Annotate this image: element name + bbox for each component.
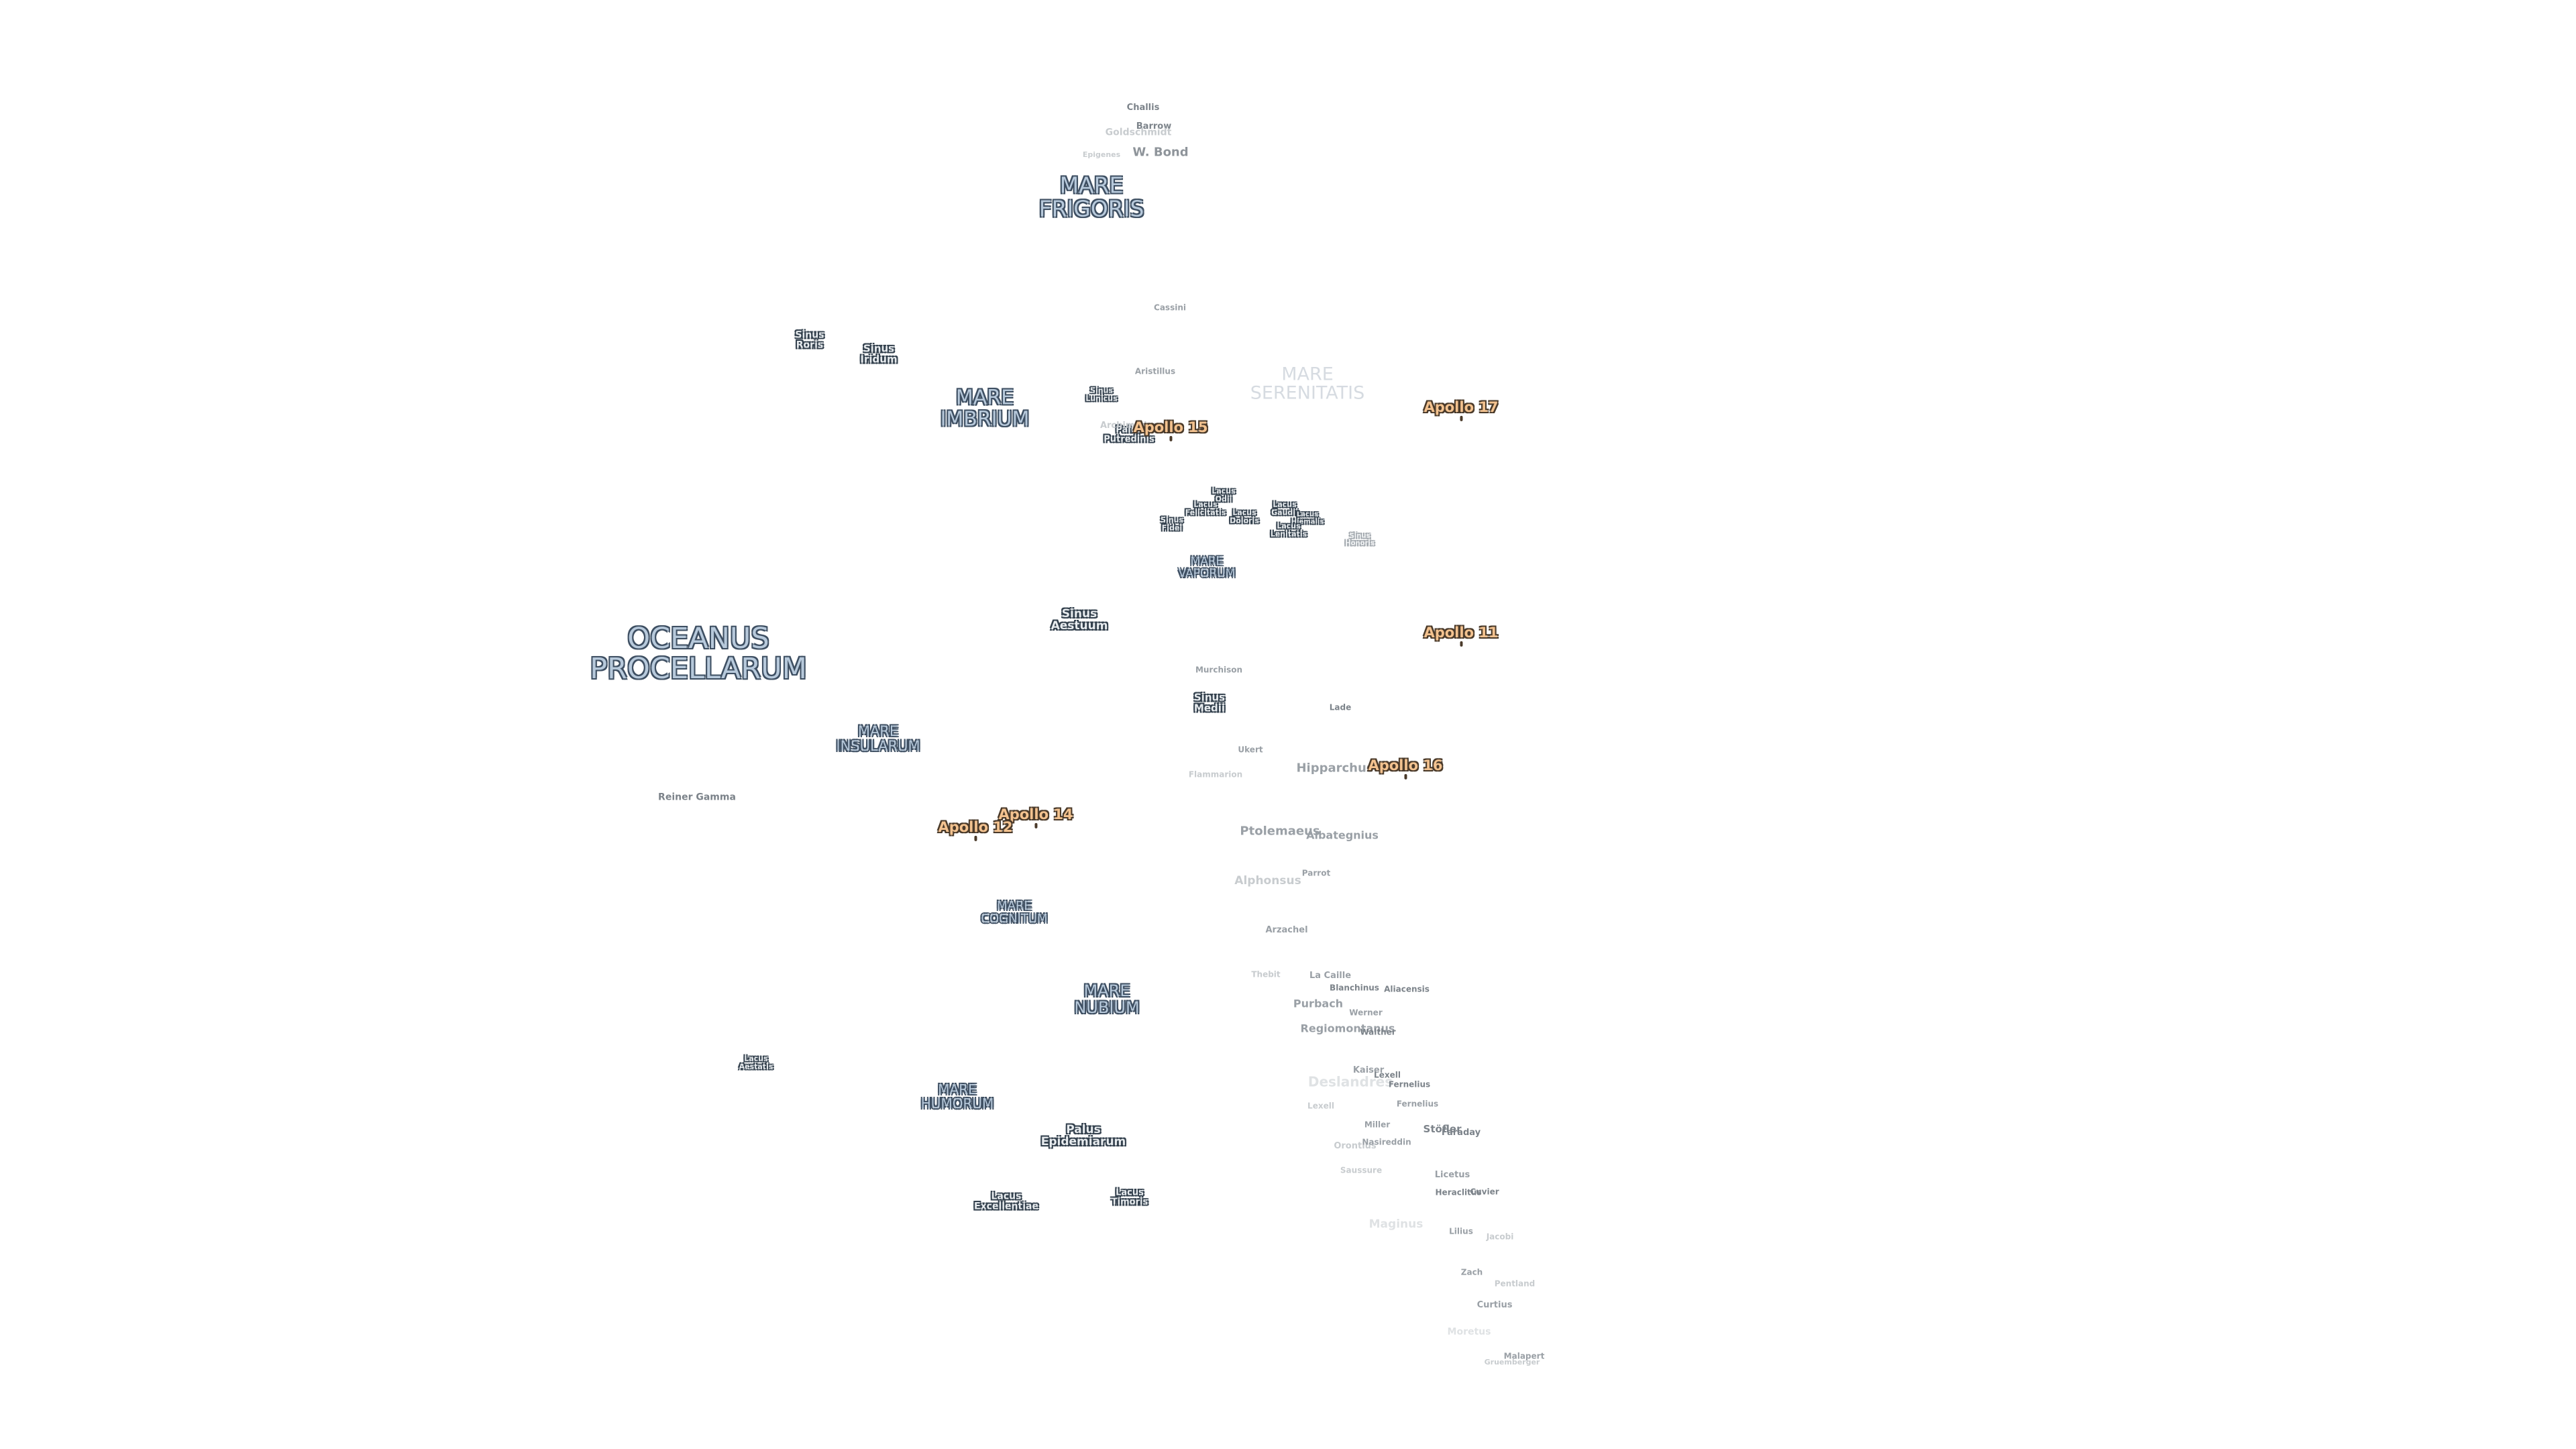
apollo-site-label: Apollo 16 [1368,757,1443,773]
crater-label-gruemberger[interactable]: Gruemberger [1484,1358,1540,1367]
crater-label-lexell[interactable]: Lexell [1374,1070,1401,1080]
crater-label-maginus[interactable]: Maginus [1368,1218,1424,1232]
crater-label-arzachel[interactable]: Arzachel [1265,925,1308,936]
apollo-site-label: Apollo 12 [938,818,1013,835]
feature-label-sinus-aestuum[interactable]: Sinus Aestuum [1051,607,1108,633]
crater-label-lexell-lower[interactable]: Lexell [1307,1101,1334,1111]
apollo-site-label: Apollo 11 [1424,624,1499,641]
crater-label-albategnius[interactable]: Albategnius [1306,828,1379,842]
landing-pin-icon [1459,641,1462,647]
crater-label-la-caille[interactable]: La Caille [1309,971,1352,981]
mare-label-mare-serenitatis[interactable]: MARE SERENITATIS [1250,364,1365,404]
crater-label-lilius[interactable]: Lilius [1449,1226,1473,1236]
crater-label-purbach[interactable]: Purbach [1293,997,1344,1010]
crater-label-moretus[interactable]: Moretus [1447,1326,1491,1338]
crater-label-fernelius-lower[interactable]: Fernelius [1396,1099,1439,1109]
crater-label-malapert[interactable]: Malapert [1503,1351,1545,1361]
feature-label-lacus-felicitatis[interactable]: Lacus Felicitatis [1185,500,1226,517]
crater-label-pentland[interactable]: Pentland [1494,1279,1536,1289]
crater-label-cuvier[interactable]: Cuvier [1470,1187,1499,1197]
crater-label-aliacensis[interactable]: Aliacensis [1384,984,1430,994]
crater-label-curtius[interactable]: Curtius [1477,1300,1513,1311]
crater-label-blanchinus[interactable]: Blanchinus [1330,983,1379,993]
crater-label-aristillus[interactable]: Aristillus [1134,366,1176,376]
mare-label-mare-insularum[interactable]: MARE INSULARUM [836,722,920,754]
feature-label-sinus-lunicus[interactable]: Sinus Lunicus [1085,386,1118,402]
crater-label-heraclitus[interactable]: Heraclitus [1435,1187,1482,1197]
crater-label-hipparchus[interactable]: Hipparchus [1296,761,1374,775]
crater-label-epigenes[interactable]: Epigenes [1082,150,1121,160]
feature-label-lacus-timoris[interactable]: Lacus Timoris [1111,1187,1148,1207]
crater-label-kaiser[interactable]: Kaiser [1352,1065,1385,1076]
feature-label-lacus-lenitatis[interactable]: Lacus Lenitatis [1270,521,1307,538]
crater-label-lade[interactable]: Lade [1329,702,1352,712]
crater-label-regiomontanus[interactable]: Regiomontanus [1300,1022,1395,1035]
apollo-site-label: Apollo 14 [998,806,1073,822]
mare-label-mare-vaporum[interactable]: MARE VAPORUM [1178,555,1236,580]
crater-label-parrot[interactable]: Parrot [1301,868,1331,878]
crater-label-archimedes[interactable]: Archimedes [1099,421,1159,431]
apollo-site-12[interactable]: Apollo 12 [938,805,1013,856]
crater-label-miller[interactable]: Miller [1364,1120,1391,1130]
apollo-site-label: Apollo 17 [1424,398,1499,415]
crater-label-thebit[interactable]: Thebit [1251,969,1281,979]
crater-label-goldschmidt[interactable]: Goldschmidt [1105,127,1172,138]
crater-label-licetus[interactable]: Licetus [1434,1170,1470,1181]
feature-label-lacus-doloris[interactable]: Lacus Doloris [1230,508,1259,525]
crater-label-ptolemaeus[interactable]: Ptolemaeus [1240,824,1320,839]
feature-label-palus-epidemiarum[interactable]: Palus Epidemiarum [1040,1123,1126,1148]
crater-label-faraday[interactable]: Faraday [1441,1128,1481,1138]
feature-label-lacus-excellentiae[interactable]: Lacus Excellentiae [974,1191,1038,1212]
crater-label-reiner-gamma[interactable]: Reiner Gamma [658,792,736,803]
crater-label-w-bond[interactable]: W. Bond [1132,145,1189,160]
crater-label-ukert[interactable]: Ukert [1238,745,1263,755]
crater-label-zach[interactable]: Zach [1460,1267,1483,1277]
crater-label-deslandres[interactable]: Deslandres [1307,1073,1393,1090]
apollo-site-label: Apollo 15 [1133,419,1208,435]
crater-label-challis[interactable]: Challis [1126,103,1160,113]
crater-label-barrow[interactable]: Barrow [1136,121,1172,132]
mare-label-oceanus-procellarum[interactable]: OCEANUS PROCELLARUM [590,621,807,686]
feature-label-palus-putredinis[interactable]: Palus Putredinis [1104,425,1155,444]
crater-label-nasireddin[interactable]: Nasireddin [1362,1137,1411,1147]
crater-label-flammarion[interactable]: Flammarion [1188,769,1243,780]
crater-label-werner[interactable]: Werner [1349,1008,1383,1018]
apollo-site-14[interactable]: Apollo 14 [998,792,1073,843]
crater-label-jacobi[interactable]: Jacobi [1486,1232,1514,1242]
feature-label-sinus-medii[interactable]: Sinus Medii [1193,691,1226,714]
landing-pin-icon [973,836,977,842]
crater-label-murchison[interactable]: Murchison [1195,665,1243,675]
mare-label-mare-imbrium[interactable]: MARE IMBRIUM [940,386,1030,431]
feature-label-lacus-hiemalis[interactable]: Lacus Hiemalis [1291,511,1324,525]
mare-label-mare-frigoris[interactable]: MARE FRIGORIS [1038,172,1144,221]
apollo-site-17[interactable]: Apollo 17 [1424,385,1499,436]
crater-label-alphonsus[interactable]: Alphonsus [1234,874,1301,888]
apollo-site-16[interactable]: Apollo 16 [1368,743,1443,794]
mare-label-mare-humorum[interactable]: MARE HUMORUM [920,1081,994,1112]
apollo-site-15[interactable]: Apollo 15 [1133,405,1208,456]
mare-label-mare-nubium[interactable]: MARE NUBIUM [1074,981,1140,1017]
crater-label-cassini[interactable]: Cassini [1154,303,1186,313]
feature-label-lacus-aestatis[interactable]: Lacus Aestatis [739,1054,773,1071]
crater-label-walther[interactable]: Walther [1360,1027,1396,1037]
feature-label-sinus-honoris[interactable]: Sinus Honoris [1345,532,1375,547]
feature-label-sinus-iridum[interactable]: Sinus Iridum [860,342,898,365]
feature-label-lacus-gaudii[interactable]: Lacus Gaudii [1271,500,1298,517]
feature-label-sinus-roris[interactable]: Sinus Roris [795,329,824,350]
mare-label-mare-cognitum[interactable]: MARE COGNITUM [981,899,1048,926]
landing-pin-icon [1459,416,1462,422]
landing-pin-icon [1403,774,1407,780]
feature-label-sinus-fidei[interactable]: Sinus Fidei [1161,515,1183,532]
crater-label-orontius[interactable]: Orontius [1334,1141,1377,1152]
crater-label-stofler[interactable]: Stöfler [1423,1123,1462,1136]
crater-label-fernelius[interactable]: Fernelius [1388,1079,1431,1089]
apollo-site-11[interactable]: Apollo 11 [1424,610,1499,661]
landing-pin-icon [1169,436,1172,442]
crater-label-saussure[interactable]: Saussure [1340,1165,1383,1175]
landing-pin-icon [1034,823,1037,829]
feature-label-lacus-odii[interactable]: Lacus Odii [1212,486,1236,503]
